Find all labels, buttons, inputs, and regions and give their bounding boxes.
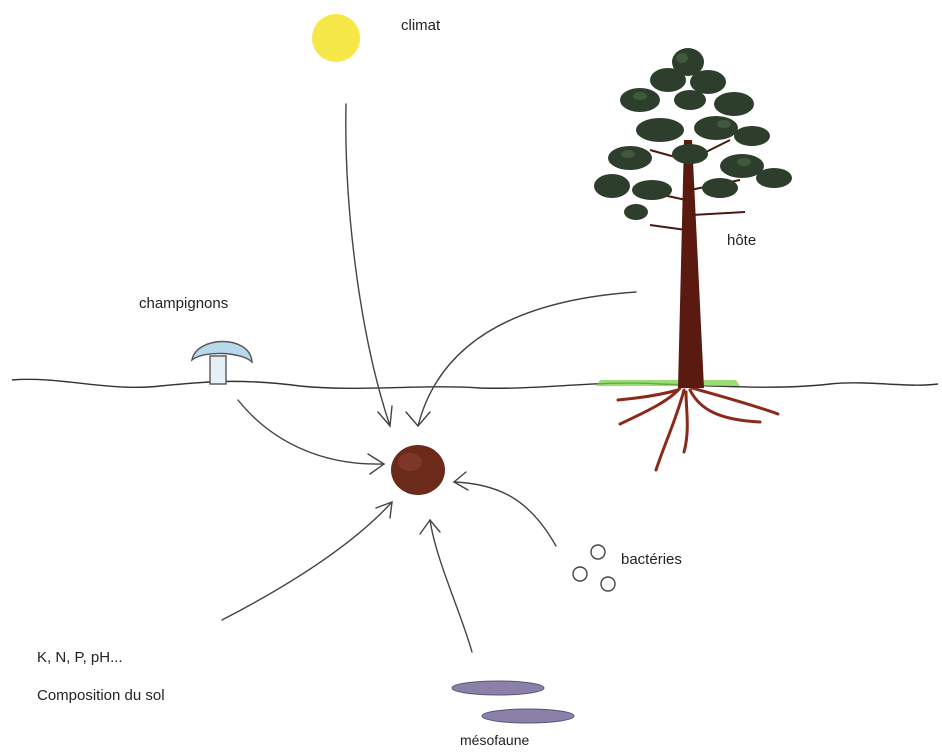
label-mesofauna: mésofaune (460, 733, 529, 747)
label-soil-elements: K, N, P, pH... (37, 650, 123, 665)
bacteria-icon (573, 545, 615, 591)
tree-icon (594, 48, 792, 470)
mushroom-icon (192, 342, 252, 385)
label-soil-composition: Composition du sol (37, 688, 165, 703)
arrow-climate (346, 104, 392, 426)
label-climate: climat (401, 18, 440, 33)
arrow-host (406, 292, 636, 426)
label-bacteria: bactéries (621, 552, 682, 567)
sun-icon (312, 14, 360, 62)
arrow-mesofauna (420, 520, 472, 652)
arrow-soil (222, 502, 392, 620)
mesofauna-icon (452, 681, 574, 723)
arrow-fungi (238, 400, 384, 474)
truffle-icon (391, 445, 445, 495)
ground-line (12, 379, 938, 388)
label-host: hôte (727, 233, 756, 248)
label-fungi: champignons (139, 296, 228, 311)
arrow-bacteria (454, 472, 556, 546)
